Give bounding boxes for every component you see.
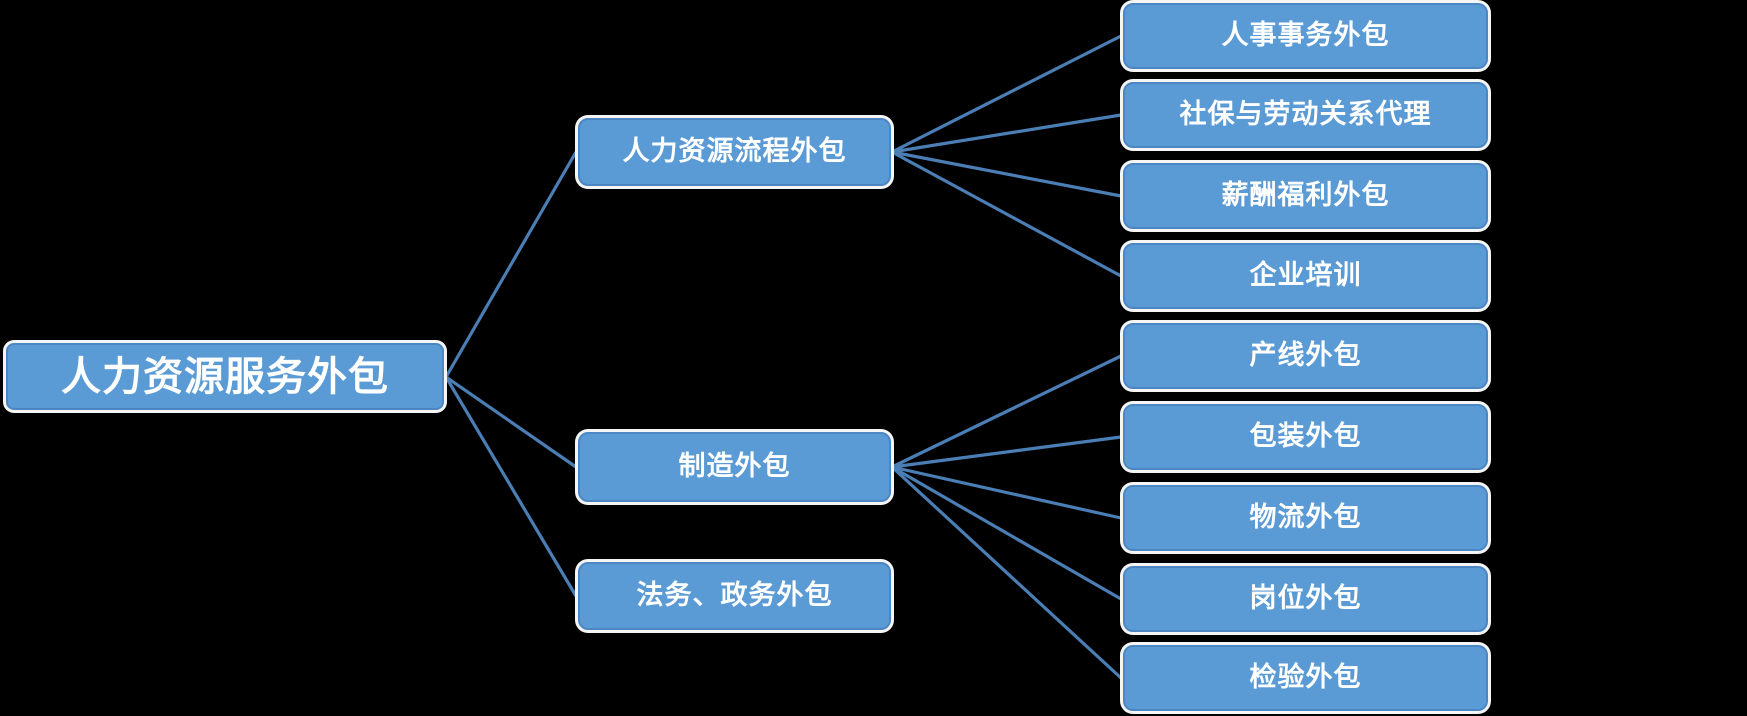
- connector-line: [891, 465, 1122, 601]
- node-social-insurance-labor-relations-agency: 社保与劳动关系代理: [1123, 82, 1488, 148]
- node-legal-government-outsourcing: 法务、政务外包: [578, 562, 891, 630]
- connector-line: [890, 465, 1123, 680]
- connector-line: [891, 354, 1122, 469]
- connector-line: [891, 150, 1122, 278]
- connector-line: [891, 34, 1122, 154]
- connector-line: [891, 150, 1122, 198]
- node-hr-service-outsourcing: 人力资源服务外包: [6, 343, 444, 410]
- node-compensation-benefits-outsourcing: 薪酬福利外包: [1123, 163, 1488, 229]
- node-corporate-training: 企业培训: [1123, 243, 1488, 309]
- node-logistics-outsourcing: 物流外包: [1123, 485, 1488, 551]
- node-position-outsourcing: 岗位外包: [1123, 566, 1488, 632]
- node-personnel-affairs-outsourcing: 人事事务外包: [1123, 3, 1488, 69]
- connector-line: [445, 375, 577, 469]
- node-production-line-outsourcing: 产线外包: [1123, 323, 1488, 389]
- connector-line: [444, 151, 578, 378]
- node-packaging-outsourcing: 包装外包: [1123, 404, 1488, 470]
- connector-line: [891, 113, 1122, 154]
- node-manufacturing-outsourcing: 制造外包: [578, 432, 891, 502]
- connector-line: [444, 376, 578, 597]
- node-hr-process-outsourcing: 人力资源流程外包: [578, 118, 891, 186]
- connector-line: [891, 465, 1122, 520]
- connector-line: [891, 435, 1122, 469]
- node-inspection-outsourcing: 检验外包: [1123, 645, 1488, 711]
